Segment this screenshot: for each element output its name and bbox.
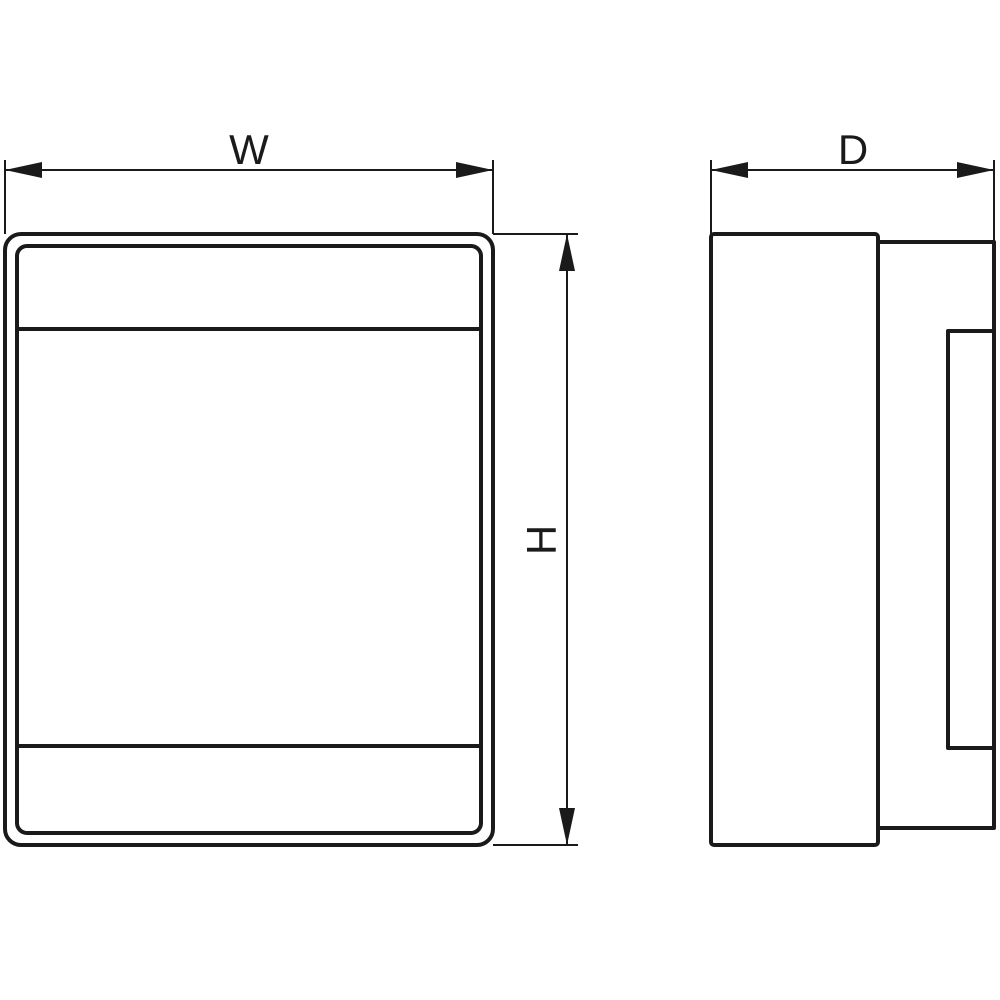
side-view bbox=[709, 232, 996, 847]
height-arrowhead-top bbox=[559, 234, 575, 271]
depth-dimension: D bbox=[710, 126, 995, 242]
width-label: W bbox=[229, 126, 269, 173]
depth-arrowhead-left bbox=[711, 162, 748, 178]
width-arrowhead-left bbox=[5, 162, 42, 178]
side-body bbox=[709, 232, 880, 847]
front-outer-frame bbox=[3, 232, 495, 847]
front-inner-frame bbox=[15, 244, 483, 835]
width-arrowhead-right bbox=[456, 162, 493, 178]
depth-label: D bbox=[838, 126, 868, 173]
width-dimension: W bbox=[4, 126, 494, 234]
height-label: H bbox=[518, 525, 565, 555]
height-dimension: H bbox=[493, 233, 578, 846]
height-arrowhead-bottom bbox=[559, 808, 575, 845]
side-mounting-rail bbox=[946, 329, 996, 750]
front-view bbox=[3, 232, 495, 847]
depth-arrowhead-right bbox=[957, 162, 994, 178]
